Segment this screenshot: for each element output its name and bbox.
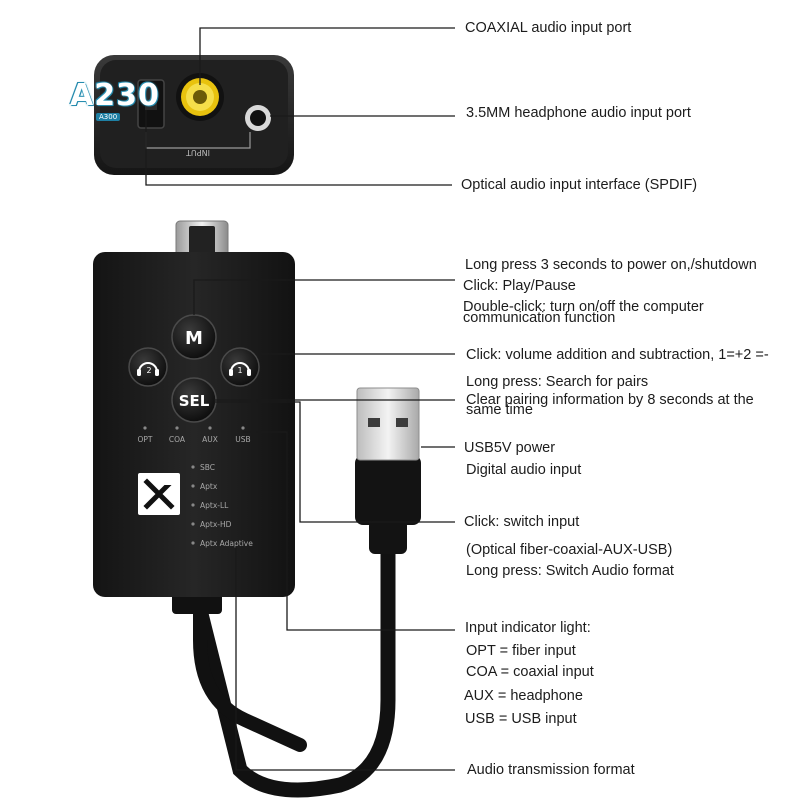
callout-indicator-line2: OPT = fiber input [466,643,576,659]
usb-plug [356,387,420,461]
svg-text:M: M [185,328,203,349]
callout-optical: Optical audio input interface (SPDIF) [461,177,698,193]
callout-format: Audio transmission format [467,762,635,778]
callout-indicator-line3: COA = coaxial input [466,664,594,680]
svg-text:SEL: SEL [179,392,210,410]
callout-usb-line1: USB5V power [464,440,556,456]
indicator-coa: COA [169,435,186,444]
callout-usb-line2: Digital audio input [466,462,582,478]
format-aptx: Aptx [200,482,218,491]
callout-indicator-line4: AUX = headphone [464,688,583,704]
input-label: INPUT [186,148,210,157]
volume-down-button[interactable] [128,347,168,387]
callout-power-line3: Double-click: turn on/off the computer [463,299,704,315]
indicator-usb: USB [235,435,250,444]
callout-switch-line1: Click: switch input [464,514,580,530]
callout-indicator-line5: USB = USB input [465,711,577,727]
callout-power-line2: Click: Play/Pause [463,278,576,294]
brand-logo-sub: A300 [96,113,121,121]
callout-power-line4: communication function [463,310,616,326]
device-port-face: INPUT [94,55,294,175]
callout-volume: Click: volume addition and subtraction, … [466,347,769,363]
indicator-opt: OPT [137,435,152,444]
callout-indicator-line1: Input indicator light: [465,620,591,636]
callout-power-line1: Long press 3 seconds to power on,/shutdo… [465,257,757,273]
callout-pair-line1: Long press: Search for pairs [466,374,649,390]
device-front: M 2 1 SEL OPT COA AUX USB SBC [93,220,295,597]
callout-pair-line2: Clear pairing information by 8 seconds a… [466,392,754,408]
callout-switch-line2: (Optical fiber-coaxial-AUX-USB) [466,542,673,558]
volume-up-button[interactable] [220,347,260,387]
format-aptx-ll: Aptx-LL [200,501,229,510]
format-aptx-hd: Aptx-HD [200,520,232,529]
callout-headphone: 3.5MM headphone audio input port [466,105,691,121]
callout-pair-line3: same time [466,402,533,418]
svg-text:2: 2 [146,366,151,375]
format-sbc: SBC [200,463,215,472]
brand-logo: A230 [70,78,160,113]
callout-lines [145,27,455,771]
svg-text:1: 1 [237,366,242,375]
indicator-aux: AUX [202,435,218,444]
callout-coaxial: COAXIAL audio input port [465,20,632,36]
usb-cable [192,387,421,798]
format-aptx-adaptive: Aptx Adaptive [200,539,253,548]
callout-switch-line3: Long press: Switch Audio format [466,563,674,579]
